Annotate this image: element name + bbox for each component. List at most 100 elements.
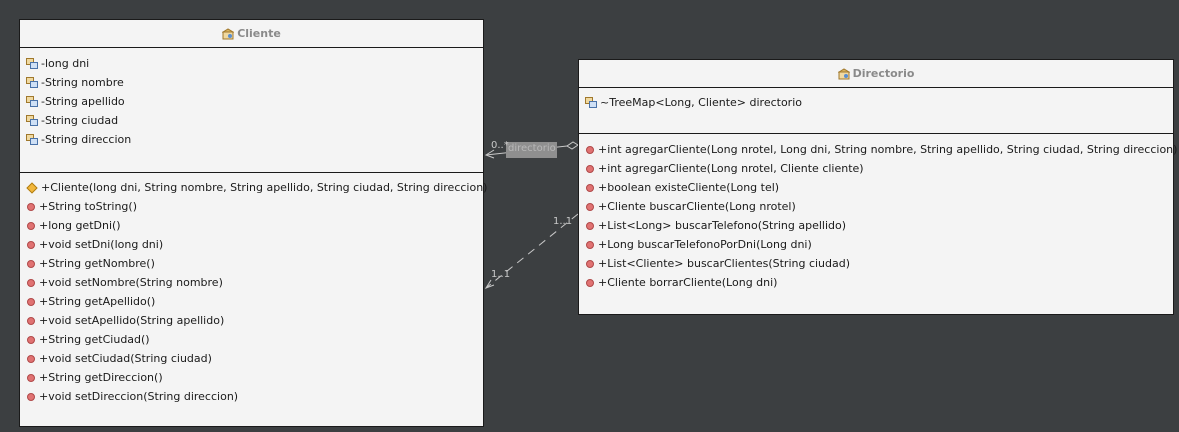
operation-label: +String getDireccion()	[39, 371, 163, 384]
operation-icon	[27, 278, 35, 287]
field-icon	[26, 96, 38, 107]
operation-label: +long getDni()	[39, 219, 121, 232]
dependency-arrowhead	[484, 279, 495, 289]
operation-icon	[586, 240, 594, 249]
field-row[interactable]: ~TreeMap<Long, Cliente> directorio	[579, 93, 1173, 112]
operation-row[interactable]: +void setCiudad(String ciudad)	[20, 349, 483, 368]
field-icon	[26, 58, 38, 69]
operation-icon	[586, 202, 594, 211]
operation-label: +List<Long> buscarTelefono(String apelli…	[598, 219, 847, 232]
operation-icon	[27, 335, 35, 344]
operation-label: +void setDni(long dni)	[39, 238, 164, 251]
field-icon	[26, 77, 38, 88]
field-row[interactable]: -long dni	[20, 54, 483, 73]
class-cliente[interactable]: Cliente -long dni -String nombre -String a…	[19, 19, 487, 427]
operation-label: +void setApellido(String apellido)	[39, 314, 225, 327]
operation-row[interactable]: +List<Long> buscarTelefono(String apelli…	[579, 216, 1173, 235]
operation-icon	[586, 221, 594, 230]
operation-label: +String getApellido()	[39, 295, 156, 308]
aggregation-diamond	[566, 141, 579, 150]
operation-row[interactable]: +String toString()	[20, 197, 483, 216]
operation-icon	[586, 278, 594, 287]
operation-icon	[27, 221, 35, 230]
class-directorio[interactable]: Directorio ~TreeMap<Long, Cliente> direc…	[578, 59, 1177, 315]
field-row[interactable]: -String direccion	[20, 130, 483, 149]
class-header[interactable]: Cliente	[20, 20, 483, 48]
operation-row[interactable]: +List<Cliente> buscarClientes(String ciu…	[579, 254, 1173, 273]
field-icon	[585, 97, 597, 108]
operation-row[interactable]: +void setNombre(String nombre)	[20, 273, 483, 292]
operation-row[interactable]: +Cliente(long dni, String nombre, String…	[20, 178, 487, 197]
field-label: ~TreeMap<Long, Cliente> directorio	[600, 96, 802, 109]
operation-label: +void setDireccion(String direccion)	[39, 390, 239, 403]
operation-icon	[27, 316, 35, 325]
operation-icon	[586, 259, 594, 268]
operation-icon	[27, 202, 35, 211]
operation-icon	[27, 392, 35, 401]
operation-label: +String getCiudad()	[39, 333, 150, 346]
aggregation-role-label: directorio	[508, 143, 556, 154]
operation-row[interactable]: +int agregarCliente(Long nrotel, Long dn…	[579, 140, 1177, 159]
field-label: -String direccion	[41, 133, 132, 146]
class-icon	[837, 67, 850, 79]
constructor-icon	[26, 181, 38, 194]
operation-label: +boolean existeCliente(Long tel)	[598, 181, 780, 194]
operation-row[interactable]: +String getCiudad()	[20, 330, 483, 349]
operation-icon	[27, 354, 35, 363]
operation-row[interactable]: +int agregarCliente(Long nrotel, Cliente…	[579, 159, 1173, 178]
operation-label: +Cliente buscarCliente(Long nrotel)	[598, 200, 796, 213]
operation-row[interactable]: +void setDireccion(String direccion)	[20, 387, 483, 406]
operation-icon	[586, 183, 594, 192]
aggregation-arrowhead	[484, 149, 495, 159]
operation-label: +Cliente(long dni, String nombre, String…	[41, 181, 488, 194]
field-icon	[26, 134, 38, 145]
operation-label: +Long buscarTelefonoPorDni(Long dni)	[598, 238, 812, 251]
operation-row[interactable]: +String getApellido()	[20, 292, 483, 311]
field-label: -long dni	[41, 57, 90, 70]
operation-label: +void setNombre(String nombre)	[39, 276, 223, 289]
class-icon	[222, 27, 235, 39]
field-row[interactable]: -String nombre	[20, 73, 483, 92]
operation-label: +List<Cliente> buscarClientes(String ciu…	[598, 257, 851, 270]
fields-section: ~TreeMap<Long, Cliente> directorio	[579, 88, 1173, 134]
operation-row[interactable]: +void setDni(long dni)	[20, 235, 483, 254]
operation-row[interactable]: +void setApellido(String apellido)	[20, 311, 483, 330]
dependency-target-multiplicity: 1..1	[491, 269, 511, 280]
class-header[interactable]: Directorio	[579, 60, 1173, 88]
operations-section: +Cliente(long dni, String nombre, String…	[20, 173, 487, 406]
operation-row[interactable]: +Cliente borrarCliente(Long dni)	[579, 273, 1173, 292]
operation-icon	[586, 164, 594, 173]
operation-label: +int agregarCliente(Long nrotel, Cliente…	[598, 162, 864, 175]
field-label: -String nombre	[41, 76, 124, 89]
aggregation-role-box	[506, 142, 557, 158]
operation-icon	[27, 373, 35, 382]
operation-label: +int agregarCliente(Long nrotel, Long dn…	[598, 143, 1178, 156]
operation-label: +String toString()	[39, 200, 137, 213]
field-label: -String apellido	[41, 95, 125, 108]
operation-row[interactable]: +Cliente buscarCliente(Long nrotel)	[579, 197, 1173, 216]
field-icon	[26, 115, 38, 126]
field-row[interactable]: -String apellido	[20, 92, 483, 111]
field-row[interactable]: -String ciudad	[20, 111, 483, 130]
field-label: -String ciudad	[41, 114, 119, 127]
operation-row[interactable]: +boolean existeCliente(Long tel)	[579, 178, 1173, 197]
class-name: Cliente	[237, 27, 281, 40]
dependency-source-multiplicity: 1..1	[553, 216, 573, 227]
dependency-line	[485, 213, 579, 289]
operation-icon	[27, 297, 35, 306]
operations-section: +int agregarCliente(Long nrotel, Long dn…	[579, 134, 1177, 292]
aggregation-multiplicity: 0..*	[491, 140, 509, 151]
operation-row[interactable]: +long getDni()	[20, 216, 483, 235]
operation-label: +Cliente borrarCliente(Long dni)	[598, 276, 778, 289]
operation-row[interactable]: +String getDireccion()	[20, 368, 483, 387]
operation-label: +String getNombre()	[39, 257, 155, 270]
operation-icon	[27, 240, 35, 249]
class-name: Directorio	[852, 67, 915, 80]
fields-section: -long dni -String nombre -String apellido -…	[20, 48, 483, 173]
operation-icon	[27, 259, 35, 268]
operation-icon	[586, 145, 594, 154]
operation-row[interactable]: +String getNombre()	[20, 254, 483, 273]
operation-row[interactable]: +Long buscarTelefonoPorDni(Long dni)	[579, 235, 1173, 254]
operation-label: +void setCiudad(String ciudad)	[39, 352, 212, 365]
